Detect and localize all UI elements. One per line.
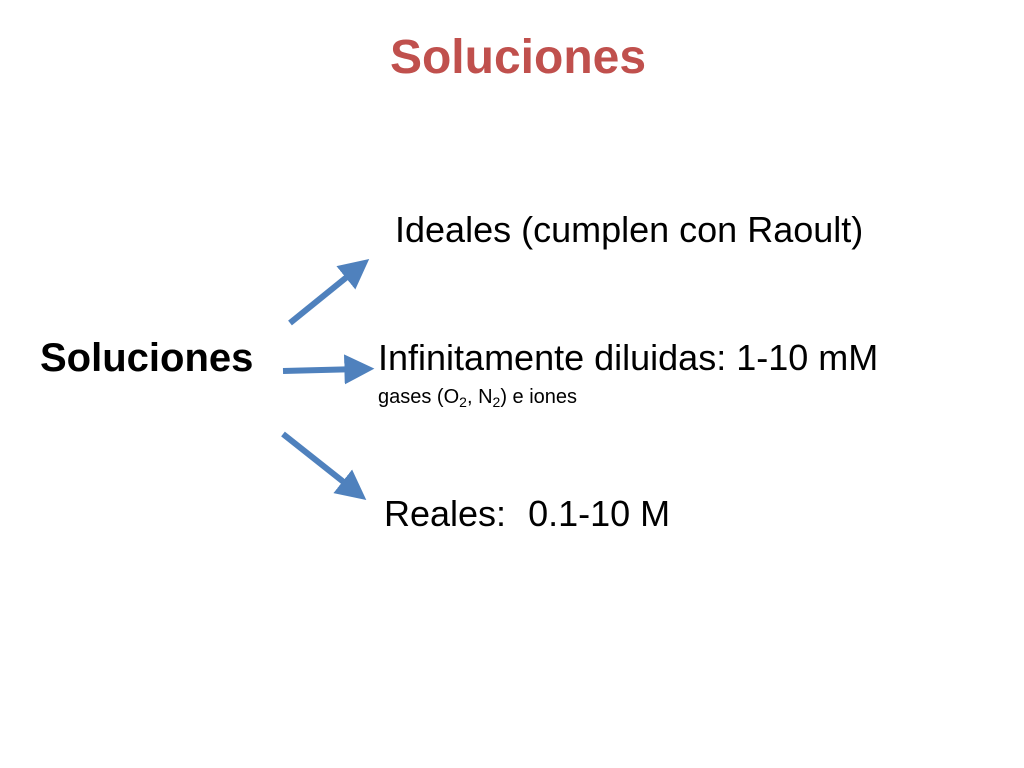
slide-title: Soluciones: [389, 31, 647, 84]
arrow-to-ideales: [288, 258, 370, 326]
note-text-before: gases (O: [378, 386, 460, 408]
branch-diluidas-note: gases (O2, N2) e iones: [378, 385, 577, 409]
note-text-after: ) e iones: [500, 386, 578, 408]
root-node-label: Soluciones: [40, 336, 254, 380]
note-subscript-o2: 2: [459, 394, 467, 410]
arrow-to-diluidas: [282, 354, 375, 385]
branch-infinitamente-diluidas: Infinitamente diluidas: 1-10 mM: [378, 337, 879, 378]
reales-value: 0.1-10 M: [528, 493, 671, 534]
note-text-mid: , N: [466, 386, 493, 408]
note-subscript-n2: 2: [492, 394, 501, 410]
arrow-to-reales: [281, 431, 367, 500]
branch-ideales: Ideales (cumplen con Raoult): [395, 209, 864, 250]
branch-reales: Reales: 0.1-10 M: [384, 496, 670, 532]
reales-label: Reales:: [384, 493, 507, 534]
